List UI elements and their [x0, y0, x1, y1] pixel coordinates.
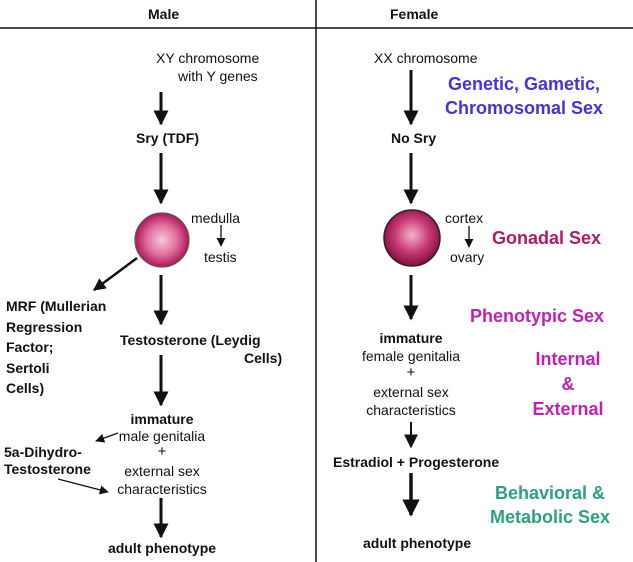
gonadal-sex-label: Gonadal Sex	[492, 228, 602, 248]
mrf-line: Regression	[6, 318, 83, 335]
female-gonad-ovary: ovary	[450, 249, 485, 265]
behavioral-sex-label: Behavioral & Metabolic Sex	[470, 481, 630, 529]
male-gonad-medulla: medulla	[191, 210, 241, 226]
male-column-header: Male	[148, 6, 180, 22]
female-column-header: Female	[390, 6, 439, 22]
behavioral-sex-label-line: Metabolic Sex	[489, 507, 611, 527]
male-chromosome-line2: with Y genes	[178, 68, 258, 84]
male-arrow-to-dht	[95, 432, 119, 443]
male-arrow-dht-to-external	[57, 478, 109, 495]
male-immature: immature	[130, 411, 194, 427]
male-adult-phenotype: adult phenotype	[107, 540, 217, 556]
male-genitalia: male genitalia	[118, 428, 206, 444]
internal-external-label: Internal & External	[518, 347, 618, 422]
male-gonad-testis: testis	[204, 249, 237, 265]
male-testosterone-line1: Testosterone (Leydig	[120, 332, 261, 348]
male-plus: +	[157, 443, 167, 460]
female-gonad-cortex: cortex	[445, 210, 484, 226]
female-chromosome: XX chromosome	[374, 50, 478, 66]
female-immature: immature	[379, 330, 443, 346]
internal-external-label-line: External	[532, 399, 604, 419]
genetic-sex-label: Genetic, Gametic, Chromosomal Sex	[424, 72, 624, 120]
female-adult-phenotype: adult phenotype	[363, 535, 472, 551]
female-external-line1: external sex	[373, 384, 449, 400]
female-genitalia: female genitalia	[361, 348, 461, 364]
behavioral-sex-label-line: Behavioral &	[494, 483, 606, 503]
male-sry: Sry (TDF)	[136, 130, 199, 146]
female-gonad	[383, 209, 441, 267]
male-gonad	[134, 212, 190, 268]
internal-external-label-line: Internal	[535, 349, 601, 369]
mrf-line: Factor;	[6, 339, 54, 355]
male-dht-line2: Testosterone	[4, 461, 91, 477]
male-external-line1: external sex	[124, 463, 200, 479]
female-plus: +	[406, 364, 416, 381]
phenotypic-sex-label: Phenotypic Sex	[470, 306, 605, 326]
male-mrf: MRF (Mullerian Regression Factor; Sertol…	[6, 296, 106, 399]
male-dht-line1: 5a-Dihydro-	[4, 444, 82, 460]
mrf-line: MRF (Mullerian	[6, 298, 107, 314]
female-no-sry: No Sry	[391, 130, 437, 146]
female-external-line2: characteristics	[366, 402, 456, 418]
mrf-line: Cells)	[6, 380, 45, 396]
male-chromosome-line1: XY chromosome	[156, 50, 260, 66]
internal-external-label-line: &	[561, 374, 575, 394]
male-arrow-gonad-to-mrf	[92, 256, 138, 292]
male-testosterone-line2: Cells)	[244, 350, 283, 366]
mrf-line: Sertoli	[6, 359, 50, 376]
male-external-line2: characteristics	[117, 481, 207, 497]
genetic-sex-label-line: Genetic, Gametic,	[447, 74, 601, 94]
female-hormones: Estradiol + Progesterone	[333, 454, 500, 470]
genetic-sex-label-line: Chromosomal Sex	[444, 98, 604, 118]
